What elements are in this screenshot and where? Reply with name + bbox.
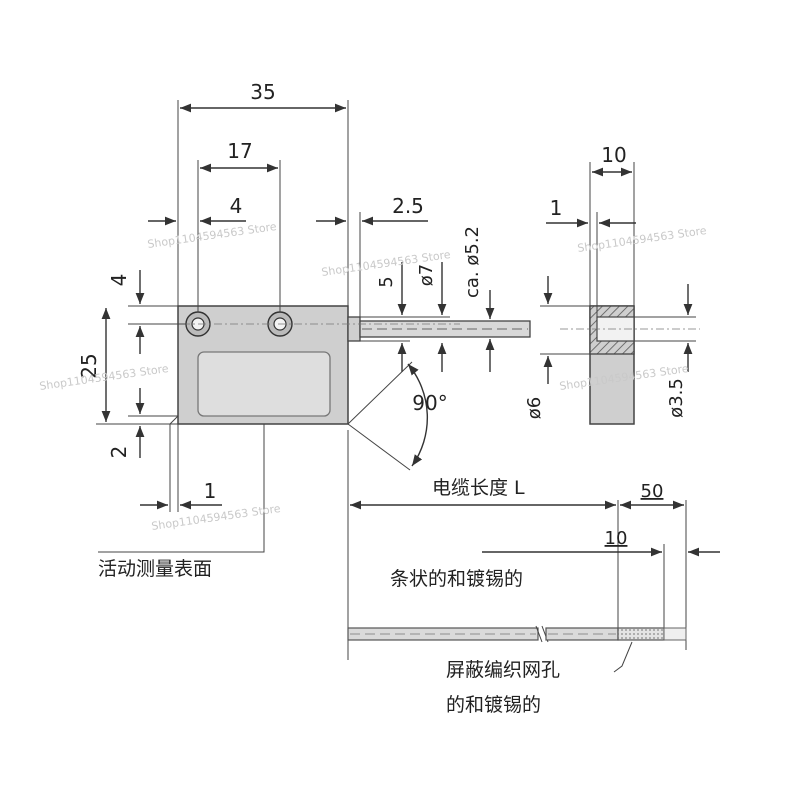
shield-label-line1: 屏蔽编织网孔 bbox=[446, 659, 560, 681]
side-view: 10 1 ø6 ø3.5 bbox=[524, 143, 700, 425]
dim-25: 25 bbox=[77, 353, 101, 378]
dim-10-top: 10 bbox=[601, 143, 626, 167]
top-dimensions: 35 17 4 2.5 bbox=[148, 80, 428, 318]
angle-90: 90° bbox=[412, 391, 447, 415]
dim-5: 5 bbox=[376, 276, 397, 287]
dim-phi7: ø7 bbox=[416, 264, 437, 286]
dim-50: 50 bbox=[641, 481, 664, 502]
watermark-1: Shop1104594563 Store bbox=[147, 220, 278, 251]
watermark-3: Shop1104594563 Store bbox=[577, 224, 708, 255]
dim-17: 17 bbox=[227, 139, 252, 163]
dim-1-bottom: 1 bbox=[204, 479, 217, 503]
dim-35: 35 bbox=[250, 80, 275, 104]
shield-braid bbox=[617, 627, 665, 641]
dim-1-side: 1 bbox=[550, 196, 563, 220]
sensor-body bbox=[150, 305, 531, 425]
dim-4-top: 4 bbox=[230, 194, 243, 218]
dim-phi6: ø6 bbox=[524, 397, 545, 419]
dim-2: 2 bbox=[107, 446, 131, 459]
cable-collar bbox=[347, 316, 361, 342]
watermark-4: Shop1104594563 Store bbox=[39, 362, 170, 393]
tinned-end bbox=[663, 627, 687, 641]
shield-label-line2: 的和镀锡的 bbox=[446, 694, 541, 716]
dim-4-left: 4 bbox=[107, 274, 131, 287]
dim-2-5: 2.5 bbox=[392, 194, 424, 218]
dim-phi3-5: ø3.5 bbox=[666, 378, 687, 418]
cable-length-view: 电缆长度 L 50 10 条状的和镀锡的 屏蔽编织网孔 的和镀锡的 bbox=[347, 430, 720, 716]
active-surface-label: 活动测量表面 bbox=[98, 558, 212, 580]
bend-angle: 90° bbox=[347, 361, 448, 471]
watermarks: Shop1104594563 Store Shop1104594563 Stor… bbox=[39, 220, 708, 533]
bottom-left-dimensions: 1 活动测量表面 bbox=[98, 424, 265, 580]
dim-ca-phi5-2: ca. ø5.2 bbox=[462, 226, 483, 298]
tinned-strip-label: 条状的和镀锡的 bbox=[390, 568, 523, 590]
cable-length-label: 电缆长度 L bbox=[432, 477, 525, 499]
dim-10-lower: 10 bbox=[605, 528, 628, 549]
cable-dimensions: 5 ø7 ca. ø5.2 bbox=[360, 226, 500, 372]
left-dimensions: 4 25 2 bbox=[77, 270, 186, 458]
measuring-window bbox=[197, 351, 331, 417]
